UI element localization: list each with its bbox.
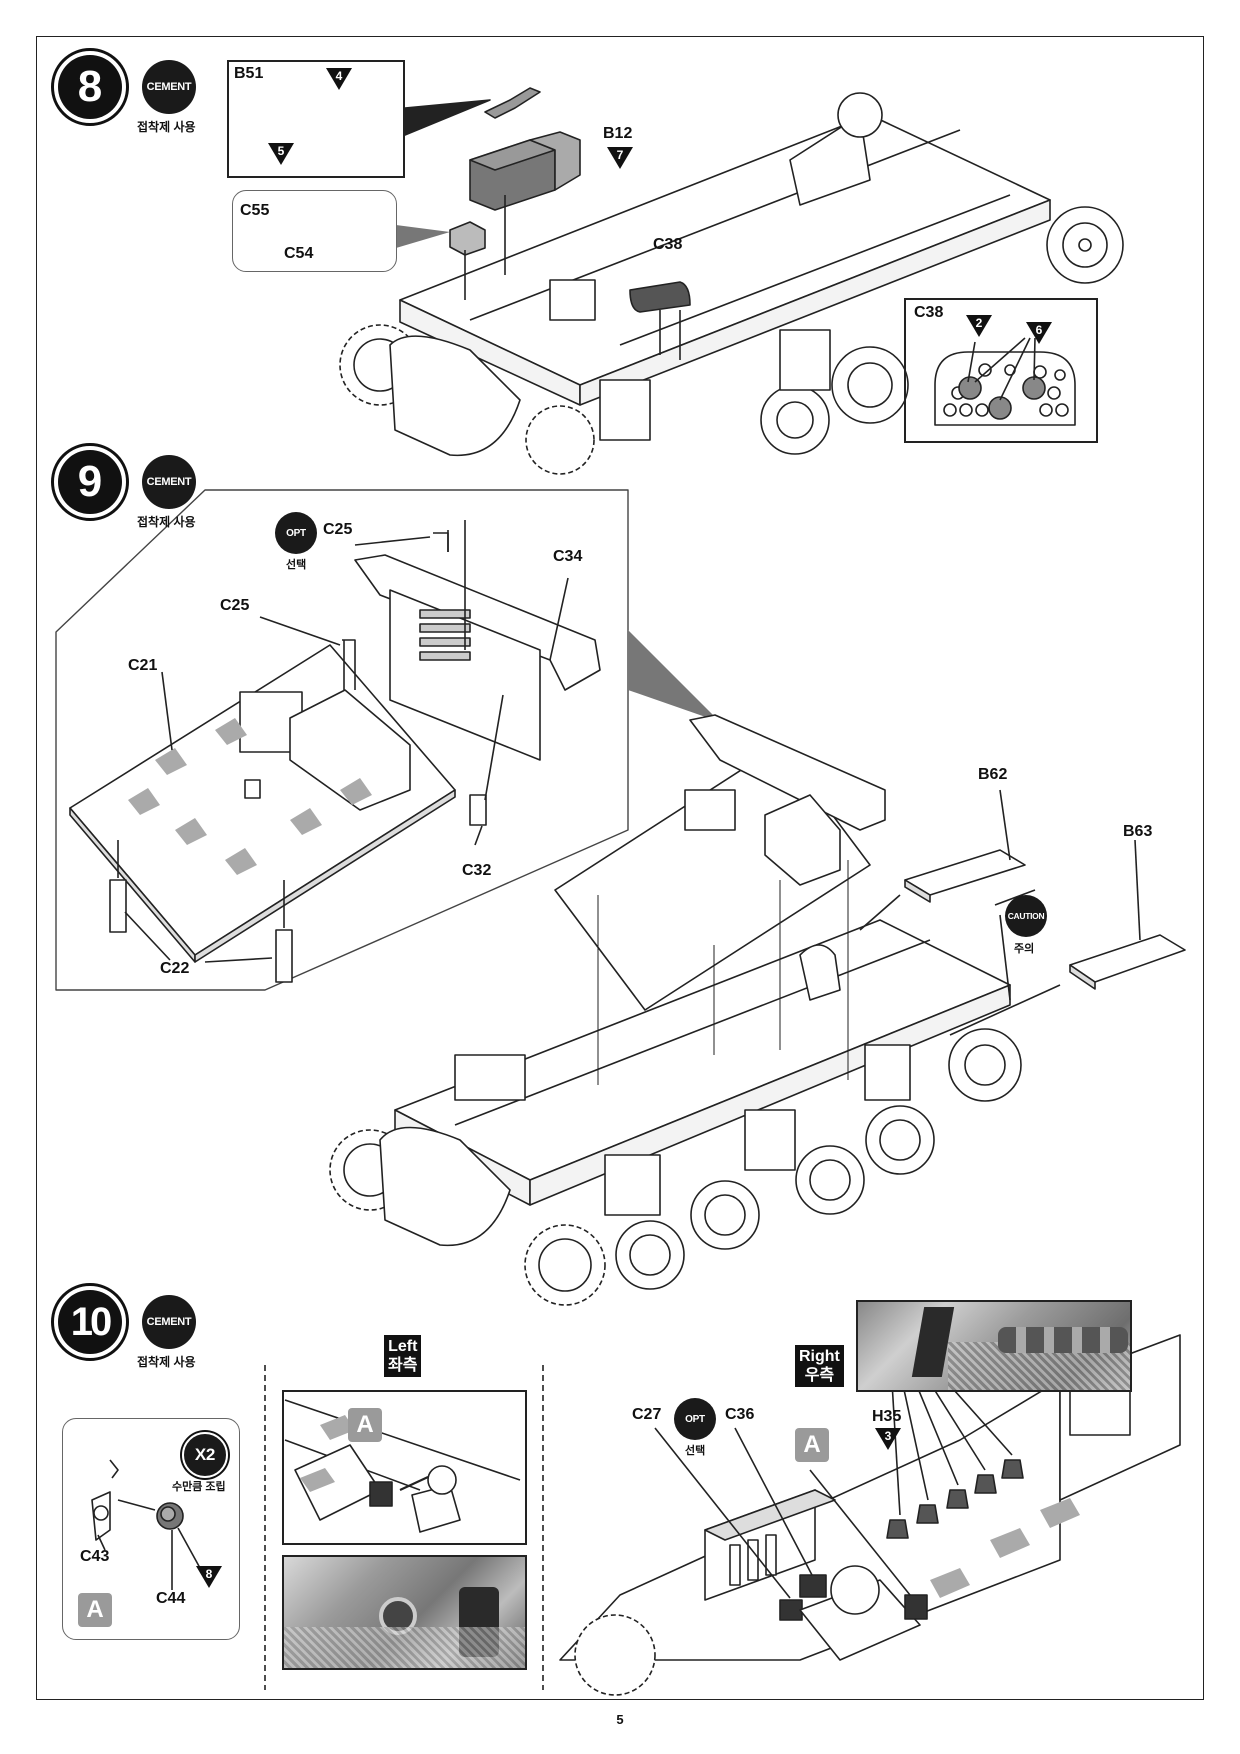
- c43-c44-detail-box: [62, 1418, 240, 1640]
- label-b63: B63: [1123, 823, 1153, 840]
- x2-caption: 수만큼 조립: [172, 1481, 226, 1493]
- opt-caption-step9: 선택: [286, 559, 307, 571]
- label-c34: C34: [553, 548, 583, 565]
- paint-ref-c38-6: 6: [1026, 322, 1052, 344]
- left-reference-photo: [282, 1555, 527, 1670]
- x2-badge: X2: [182, 1432, 228, 1478]
- page-number: 5: [616, 1712, 624, 1727]
- right-reference-photo: [856, 1300, 1132, 1392]
- opt-caption-step10: 선택: [685, 1445, 706, 1457]
- cement-caption-step8: 접착제 사용: [137, 120, 196, 134]
- label-c43: C43: [80, 1548, 110, 1565]
- label-c25-top: C25: [323, 521, 353, 538]
- opt-badge-step10: OPT: [674, 1398, 716, 1440]
- paint-ref-b51-5: 5: [268, 143, 294, 165]
- paint-ref-h35-3: 3: [875, 1428, 901, 1450]
- cement-caption-step9: 접착제 사용: [137, 515, 196, 529]
- label-c55: C55: [240, 202, 270, 219]
- label-c21: C21: [128, 657, 158, 674]
- assembly-marker-a-right: A: [795, 1428, 829, 1462]
- cement-badge-step8: CEMENT: [142, 60, 196, 114]
- label-c38-detail: C38: [914, 304, 944, 321]
- step8-hull-drawing: [339, 87, 1124, 475]
- left-detail-box: [282, 1390, 527, 1545]
- step-8-number: 8: [51, 48, 129, 126]
- label-c54: C54: [284, 245, 314, 262]
- label-b12: B12: [603, 125, 633, 142]
- cement-badge-step9: CEMENT: [142, 455, 196, 509]
- label-c25-left: C25: [220, 597, 250, 614]
- b51-detail-box: [227, 60, 405, 178]
- step-9-number: 9: [51, 443, 129, 521]
- label-c22: C22: [160, 960, 190, 977]
- label-b62: B62: [978, 766, 1008, 783]
- label-b51: B51: [234, 65, 264, 82]
- step-10-number: 10: [51, 1283, 129, 1361]
- assembly-marker-a-detail: A: [78, 1593, 112, 1627]
- c55-c54-detail-box: [232, 190, 397, 272]
- label-c32: C32: [462, 862, 492, 879]
- paint-ref-c44-8: 8: [196, 1566, 222, 1588]
- caution-caption: 주의: [1014, 943, 1035, 955]
- paint-ref-b12-7: 7: [607, 147, 633, 169]
- assembly-marker-a-left: A: [348, 1408, 382, 1442]
- label-h35: H35: [872, 1408, 902, 1425]
- c38-detail-box: [904, 298, 1098, 443]
- label-c27: C27: [632, 1406, 662, 1423]
- caution-badge: CAUTION: [1005, 895, 1047, 937]
- paint-ref-b51-4: 4: [326, 68, 352, 90]
- cement-caption-step10: 접착제 사용: [137, 1355, 196, 1369]
- label-c44: C44: [156, 1590, 186, 1607]
- page-frame: [36, 36, 1204, 1700]
- paint-ref-c38-2: 2: [966, 315, 992, 337]
- label-c38: C38: [653, 236, 683, 253]
- label-c36: C36: [725, 1406, 755, 1423]
- opt-badge-step9: OPT: [275, 512, 317, 554]
- cement-badge-step10: CEMENT: [142, 1295, 196, 1349]
